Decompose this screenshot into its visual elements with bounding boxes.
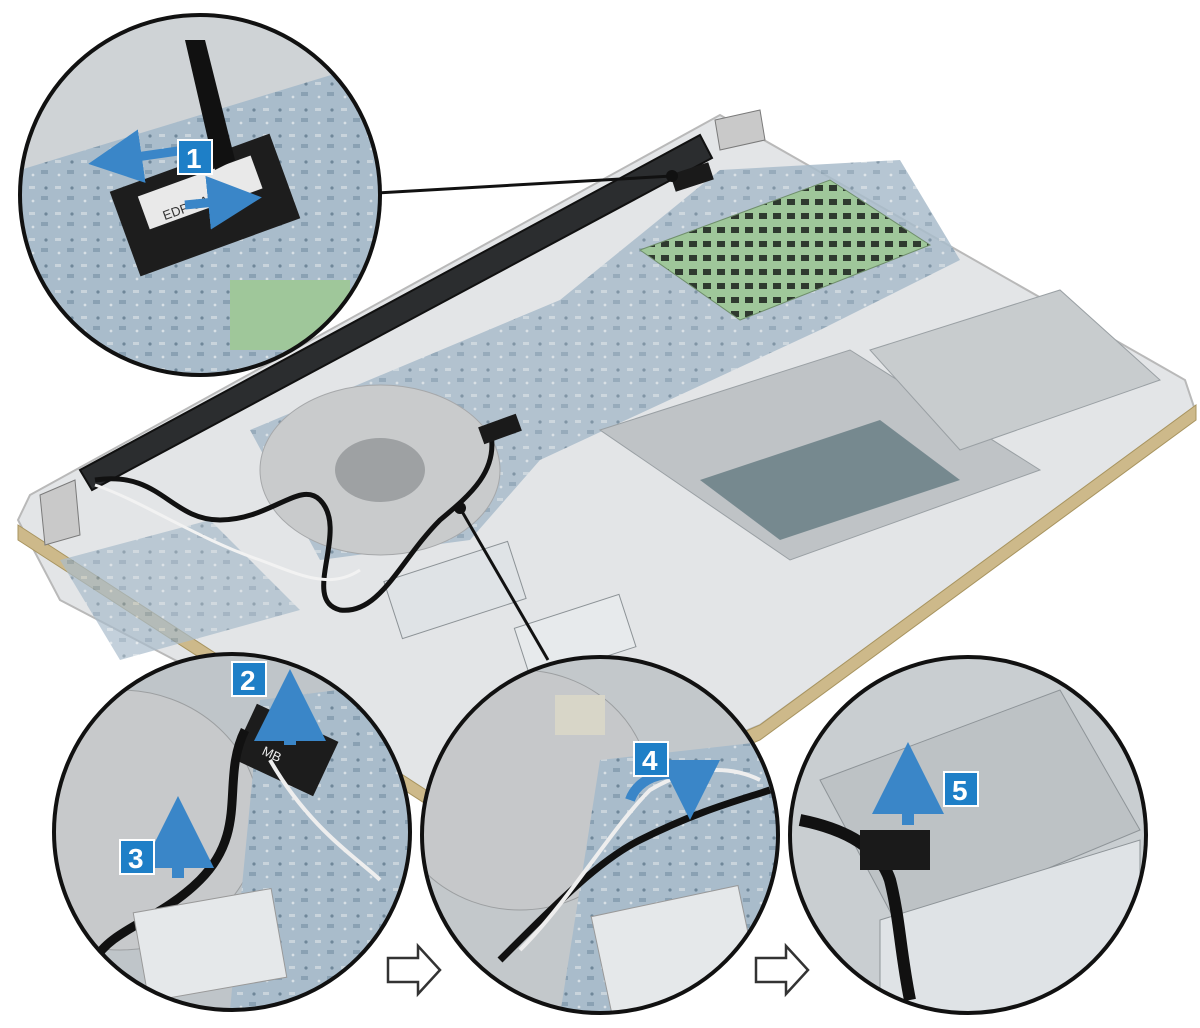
step-badge-5: 5 bbox=[943, 771, 979, 807]
callout-dot-2 bbox=[454, 502, 466, 514]
io-board bbox=[60, 520, 300, 660]
step-badge-2: 2 bbox=[231, 661, 267, 697]
step-badge-4: 4 bbox=[633, 741, 669, 777]
zoom-callout-2: MB 2 3 bbox=[52, 652, 412, 1012]
mb-tape-label: MB bbox=[260, 743, 284, 765]
fan-hub bbox=[335, 438, 425, 502]
memory-module bbox=[638, 179, 932, 321]
hinge-right bbox=[714, 109, 766, 151]
svg-text:4: 4 bbox=[642, 745, 658, 776]
hinge-left bbox=[39, 479, 81, 546]
svg-text:1: 1 bbox=[186, 143, 202, 174]
laptop-base bbox=[16, 109, 1197, 853]
arrow-right-icon bbox=[754, 942, 810, 998]
display-cable bbox=[94, 429, 495, 613]
step-badge-3: 3 bbox=[119, 839, 155, 875]
callout-dot-1 bbox=[666, 170, 678, 182]
svg-text:2: 2 bbox=[240, 665, 256, 696]
zoom-callout-4: 5 bbox=[788, 655, 1148, 1015]
zoom-callout-3: 4 bbox=[420, 655, 780, 1015]
ssd-card bbox=[383, 540, 527, 640]
antenna-cable bbox=[94, 483, 361, 582]
touchpad-board bbox=[700, 420, 960, 540]
callout-line-1 bbox=[375, 174, 673, 195]
svg-text:5: 5 bbox=[952, 775, 968, 806]
battery-area bbox=[869, 289, 1161, 451]
callout-line-2 bbox=[458, 507, 550, 661]
svg-text:3: 3 bbox=[128, 843, 144, 874]
arrow-right-icon bbox=[386, 942, 442, 998]
edp-connector bbox=[670, 162, 714, 192]
step-badge-1: 1 bbox=[177, 139, 213, 175]
display-hinge-bar bbox=[78, 133, 714, 492]
mb-connector bbox=[478, 413, 522, 445]
zoom-callout-1: EDP CABLE 1 bbox=[18, 13, 382, 377]
